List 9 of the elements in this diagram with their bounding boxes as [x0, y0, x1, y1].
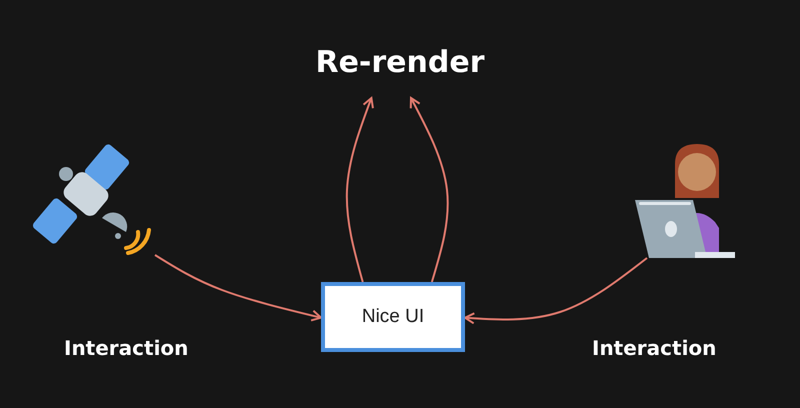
box-label: Nice UI: [362, 306, 424, 328]
arrow: [346, 97, 374, 282]
arrow: [410, 97, 449, 282]
interaction-label: Interaction: [64, 336, 188, 360]
process-box: [321, 282, 465, 352]
interaction-label: Interaction: [592, 336, 716, 360]
title: Re-render: [315, 44, 484, 80]
arrow: [464, 257, 648, 324]
arrow: [154, 254, 322, 322]
